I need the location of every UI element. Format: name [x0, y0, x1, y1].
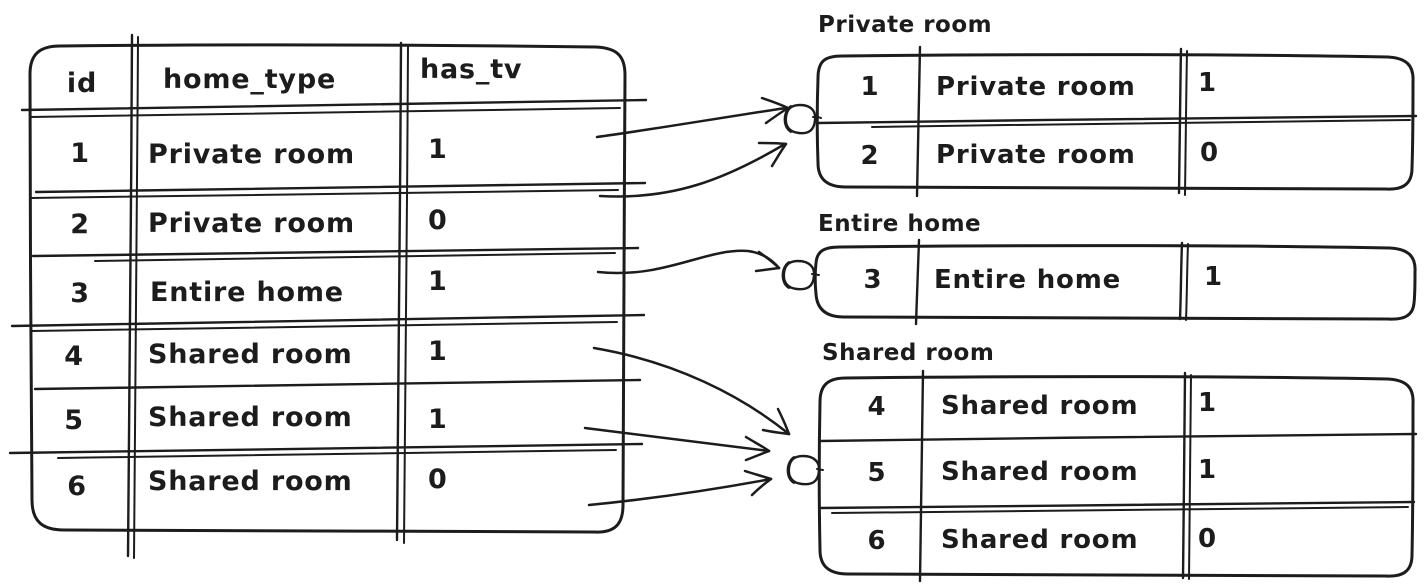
private-row2-id: 2 [860, 141, 880, 171]
private-row1-home-type: Private room [936, 72, 1136, 102]
shared-row1-id: 4 [867, 392, 887, 422]
arrow-row2-to-private-room [598, 141, 788, 198]
shared-row2-has-tv: 1 [1198, 455, 1217, 485]
private-row2-has-tv: 0 [1200, 138, 1219, 168]
private-room-table-separators [816, 45, 1418, 198]
entire-row1-has-tv: 1 [1204, 262, 1223, 292]
main-row1-id: 1 [70, 138, 90, 169]
shared-row3-home-type: Shared room [941, 525, 1139, 555]
main-row3-id: 3 [70, 278, 90, 309]
main-row2-id: 2 [70, 209, 90, 240]
shared-row2-home-type: Shared room [941, 457, 1139, 487]
main-table-border [28, 43, 627, 534]
main-row5-has-tv: 1 [428, 404, 448, 435]
entire-row1-id: 3 [863, 265, 883, 295]
main-row6-id: 6 [67, 471, 87, 502]
group-label-entire-home: Entire home [818, 211, 982, 237]
shared-room-connector-circle [786, 454, 824, 486]
arrow-row5-to-shared-room [583, 426, 771, 462]
entire-home-table-separators [914, 238, 1189, 326]
shared-row3-id: 6 [867, 526, 887, 556]
main-row3-has-tv: 1 [428, 266, 448, 297]
group-label-private-room: Private room [818, 12, 993, 38]
entire-home-connector-circle [781, 259, 820, 291]
main-table-row-separators [8, 98, 648, 459]
main-row2-home-type: Private room [148, 208, 355, 239]
shared-row3-has-tv: 0 [1198, 524, 1217, 554]
main-row4-id: 4 [64, 341, 84, 372]
entire-row1-home-type: Entire home [934, 265, 1122, 295]
shared-room-table-separators [818, 369, 1418, 583]
private-room-table-border [815, 53, 1415, 191]
main-row5-home-type: Shared room [148, 402, 353, 433]
main-row1-home-type: Private room [148, 139, 355, 170]
shared-row1-home-type: Shared room [941, 391, 1139, 421]
shared-row1-has-tv: 1 [1198, 388, 1217, 418]
main-row4-home-type: Shared room [148, 339, 353, 370]
private-room-connector-circle [783, 103, 822, 135]
main-header-has-tv: has_tv [420, 54, 523, 85]
shared-row2-id: 5 [867, 458, 887, 488]
group-label-shared-room: Shared room [822, 340, 995, 366]
main-header-id: id [66, 68, 98, 99]
private-row2-home-type: Private room [936, 140, 1136, 170]
private-row1-has-tv: 1 [1198, 68, 1217, 98]
arrow-row3-to-entire-home [596, 249, 781, 275]
main-row4-has-tv: 1 [428, 336, 448, 367]
main-row2-has-tv: 0 [428, 205, 448, 236]
entire-home-table-border [813, 244, 1417, 321]
main-row5-id: 5 [64, 405, 84, 436]
main-row6-has-tv: 0 [428, 464, 448, 495]
main-row3-home-type: Entire home [150, 277, 344, 308]
arrow-row4-to-shared-room [592, 346, 791, 436]
main-header-home-type: home_type [163, 64, 337, 95]
arrow-row6-to-shared-room [587, 469, 773, 507]
main-row1-has-tv: 1 [428, 134, 448, 165]
private-row1-id: 1 [860, 72, 880, 102]
main-row6-home-type: Shared room [148, 466, 353, 497]
arrow-row1-to-private-room [595, 96, 790, 139]
